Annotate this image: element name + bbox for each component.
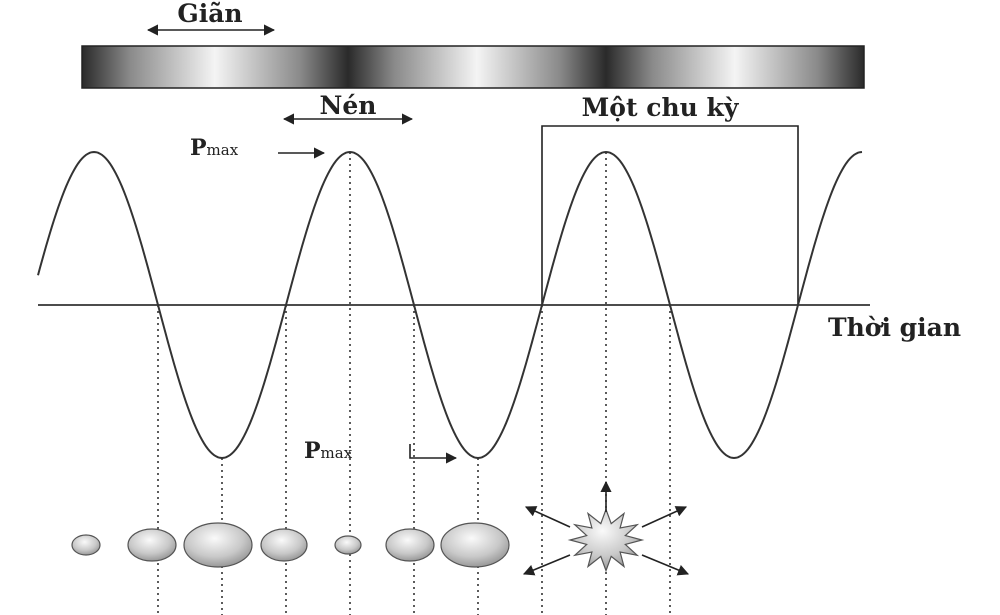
burst-arrow-downleft (522, 554, 571, 576)
rarefaction-label: Giãn (177, 0, 242, 28)
one-cycle-bracket: Một chu kỳ (541, 93, 799, 305)
burst-arrow-downright (641, 554, 690, 576)
burst-arrow-upright (641, 506, 688, 528)
bubble-collapse-burst (522, 480, 690, 576)
bubble-row (71, 522, 510, 568)
bubble-medium (385, 528, 435, 562)
pmax-bottom-arrow (409, 444, 458, 464)
band-segment-1 (82, 46, 348, 88)
pmax-bottom-label: Pmax (304, 438, 353, 464)
time-axis-label: Thời gian (828, 313, 961, 342)
pressure-band (81, 45, 865, 89)
burst-arrow-upleft (524, 506, 571, 528)
burst-star (567, 507, 645, 573)
cycle-bracket-lines (541, 125, 799, 305)
bubble-large (183, 522, 253, 568)
pmax-top-annotation: Pmax (190, 135, 326, 161)
band-segment-3 (606, 46, 864, 88)
band-outline (81, 45, 865, 89)
bubble-large (440, 522, 510, 568)
bubble-small (71, 534, 101, 556)
compression-label: Nén (320, 91, 377, 120)
one-cycle-label: Một chu kỳ (582, 93, 740, 122)
pressure-wave (37, 150, 863, 460)
pmax-bottom-annotation: Pmax (304, 438, 458, 464)
bubble-medium (260, 528, 308, 562)
band-segment-2 (348, 46, 606, 88)
bubble-medium (127, 528, 177, 562)
bubble-small (334, 535, 362, 555)
pmax-top-label: Pmax (190, 135, 239, 161)
